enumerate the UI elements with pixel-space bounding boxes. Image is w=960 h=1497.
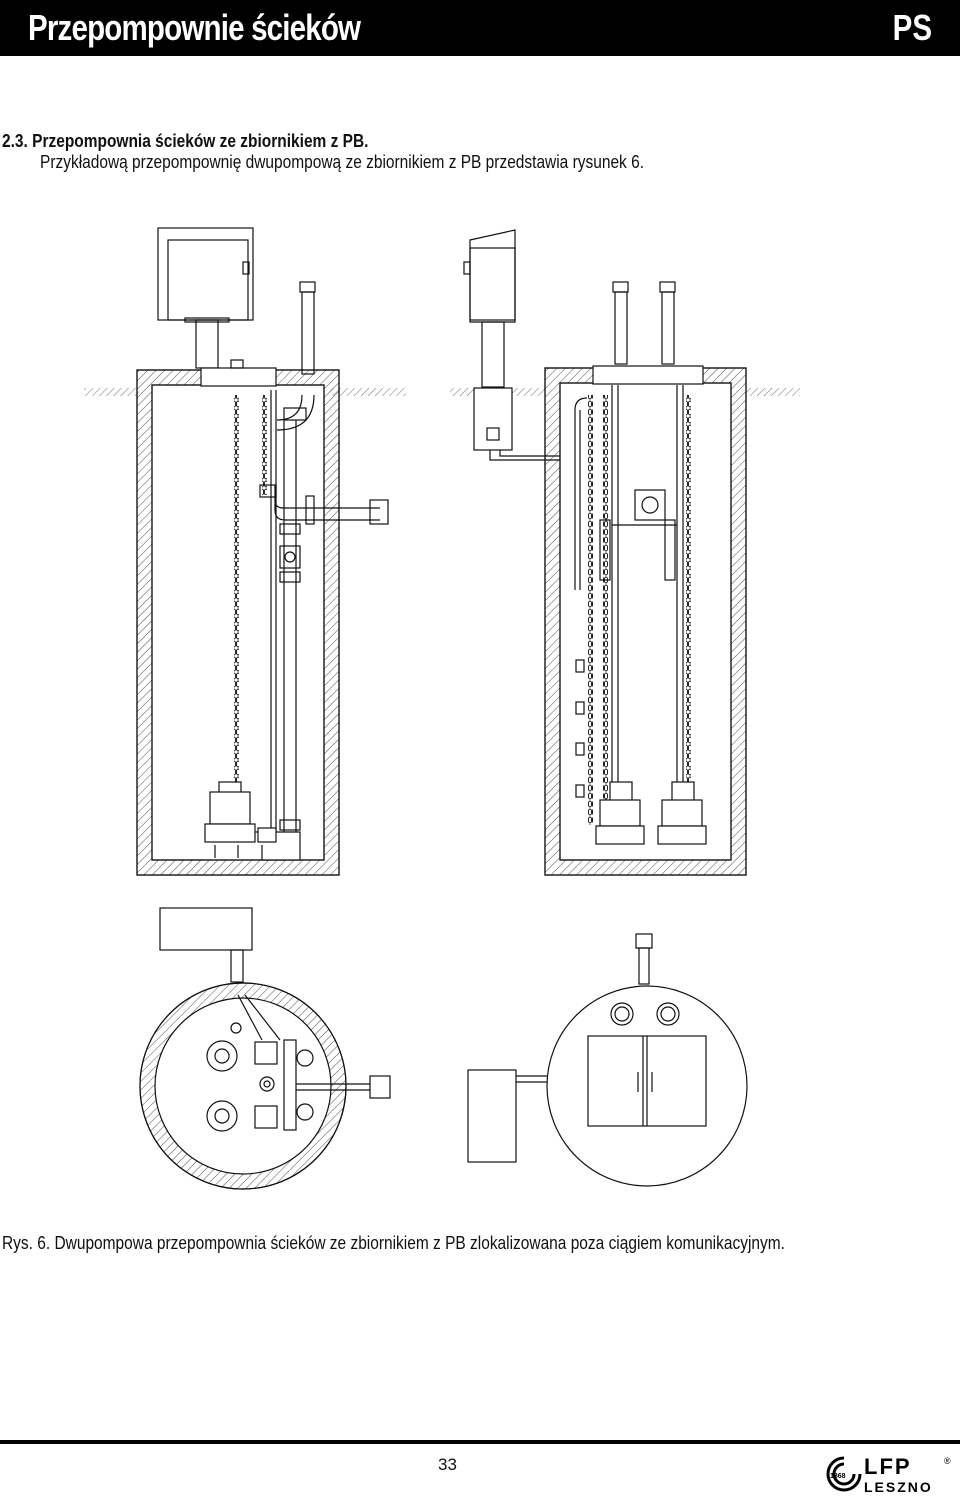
plan-view-right	[467, 933, 748, 1187]
header-title: Przepompownie ścieków	[28, 7, 361, 48]
logo-mark: ®	[944, 1456, 951, 1466]
plan-view-left	[139, 907, 391, 1190]
header-code: PS	[892, 7, 932, 48]
section-heading: 2.3. Przepompownia ścieków ze zbiornikie…	[2, 131, 369, 151]
intro-text: Przykładową przepompownię dwupompową ze …	[40, 152, 645, 172]
pumping-station-drawing	[84, 227, 800, 1190]
figure-caption: Rys. 6. Dwupompowa przepompownia ścieków…	[2, 1233, 785, 1253]
page-number: 33	[438, 1455, 457, 1474]
footer-rule	[0, 1440, 960, 1444]
section-view-left	[84, 227, 406, 876]
company-logo: 1868 LFP ® LESZNO	[826, 1454, 951, 1495]
header-bar: Przepompownie ścieków PS	[0, 0, 960, 56]
logo-subtext: LESZNO	[864, 1479, 933, 1495]
logo-text: LFP	[864, 1454, 912, 1479]
logo-year: 1868	[830, 1473, 846, 1480]
section-view-right	[450, 229, 800, 876]
